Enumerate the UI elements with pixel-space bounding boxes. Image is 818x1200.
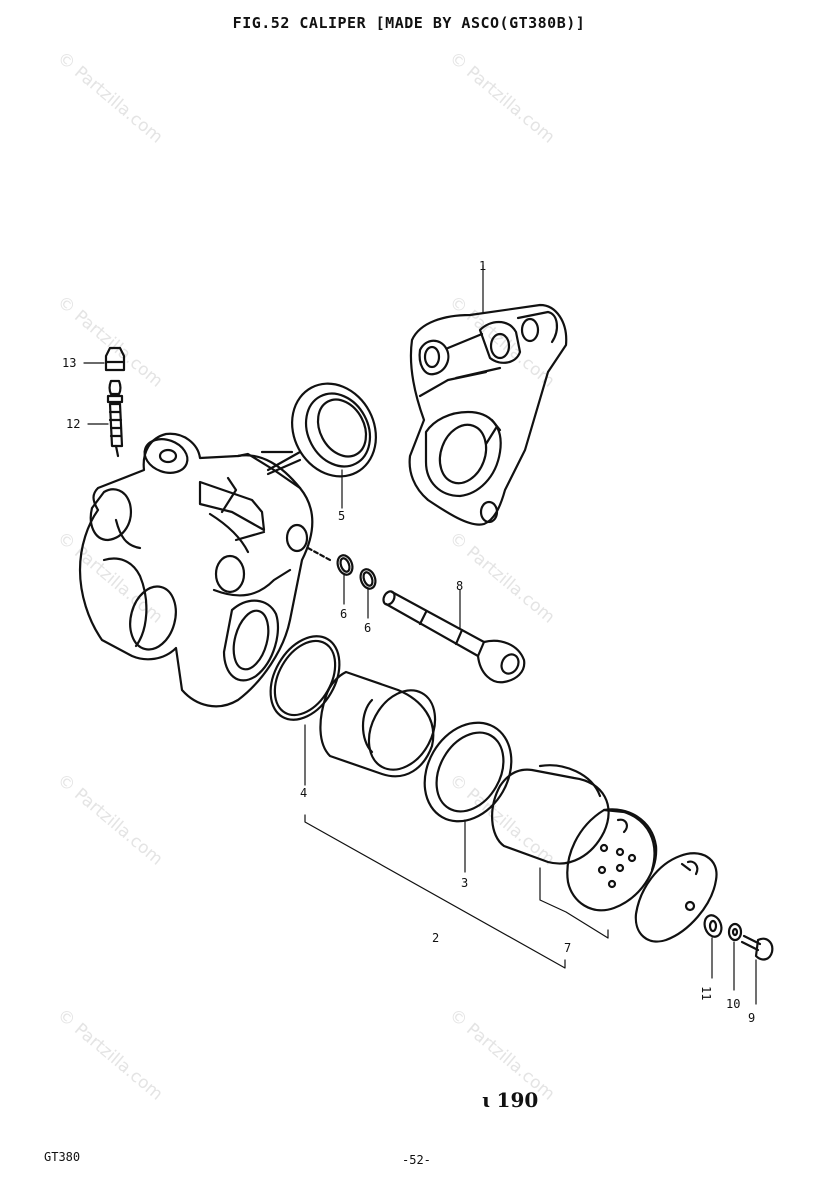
- piston: [319, 670, 437, 778]
- part-8-pin-bolt: [382, 590, 526, 684]
- part-5-dust-seal: [266, 382, 377, 478]
- callout-4: 4: [300, 786, 307, 800]
- part-1-caliper-bracket: [408, 303, 568, 526]
- callout-9: 9: [748, 1011, 755, 1025]
- figure-title: FIG.52 CALIPER [MADE BY ASCO(GT380B)]: [232, 14, 586, 32]
- callout-11: 11: [699, 986, 713, 1000]
- callout-6b: 6: [364, 621, 371, 635]
- callout-10: 10: [726, 997, 740, 1011]
- callout-3: 3: [461, 876, 468, 890]
- callout-8: 8: [456, 579, 463, 593]
- callout-5: 5: [338, 509, 345, 523]
- parts-9-10-11-fasteners: [703, 914, 774, 961]
- callout-13: 13: [62, 356, 76, 370]
- brake-pad-plate: [566, 808, 658, 912]
- part-4-piston-seal: [269, 635, 341, 721]
- callout-7: 7: [564, 941, 571, 955]
- handwritten-note: ɩ 190: [482, 1088, 539, 1112]
- model-label: GT380: [44, 1150, 81, 1164]
- shim-plate: [634, 852, 718, 943]
- caliper-body: [78, 432, 314, 708]
- leader-lines: [83, 264, 757, 1005]
- part-13-bleeder-cap: [104, 346, 126, 372]
- part-7-pad-cylinder: [491, 764, 610, 865]
- callout-2: 2: [432, 931, 439, 945]
- part-6-o-rings: [306, 546, 377, 590]
- page-number: -52-: [402, 1153, 431, 1167]
- callout-6a: 6: [340, 607, 347, 621]
- part-3-piston-ring: [423, 721, 513, 823]
- callout-1: 1: [479, 259, 486, 273]
- part-12-bleeder-screw: [106, 379, 124, 458]
- callout-12: 12: [66, 417, 80, 431]
